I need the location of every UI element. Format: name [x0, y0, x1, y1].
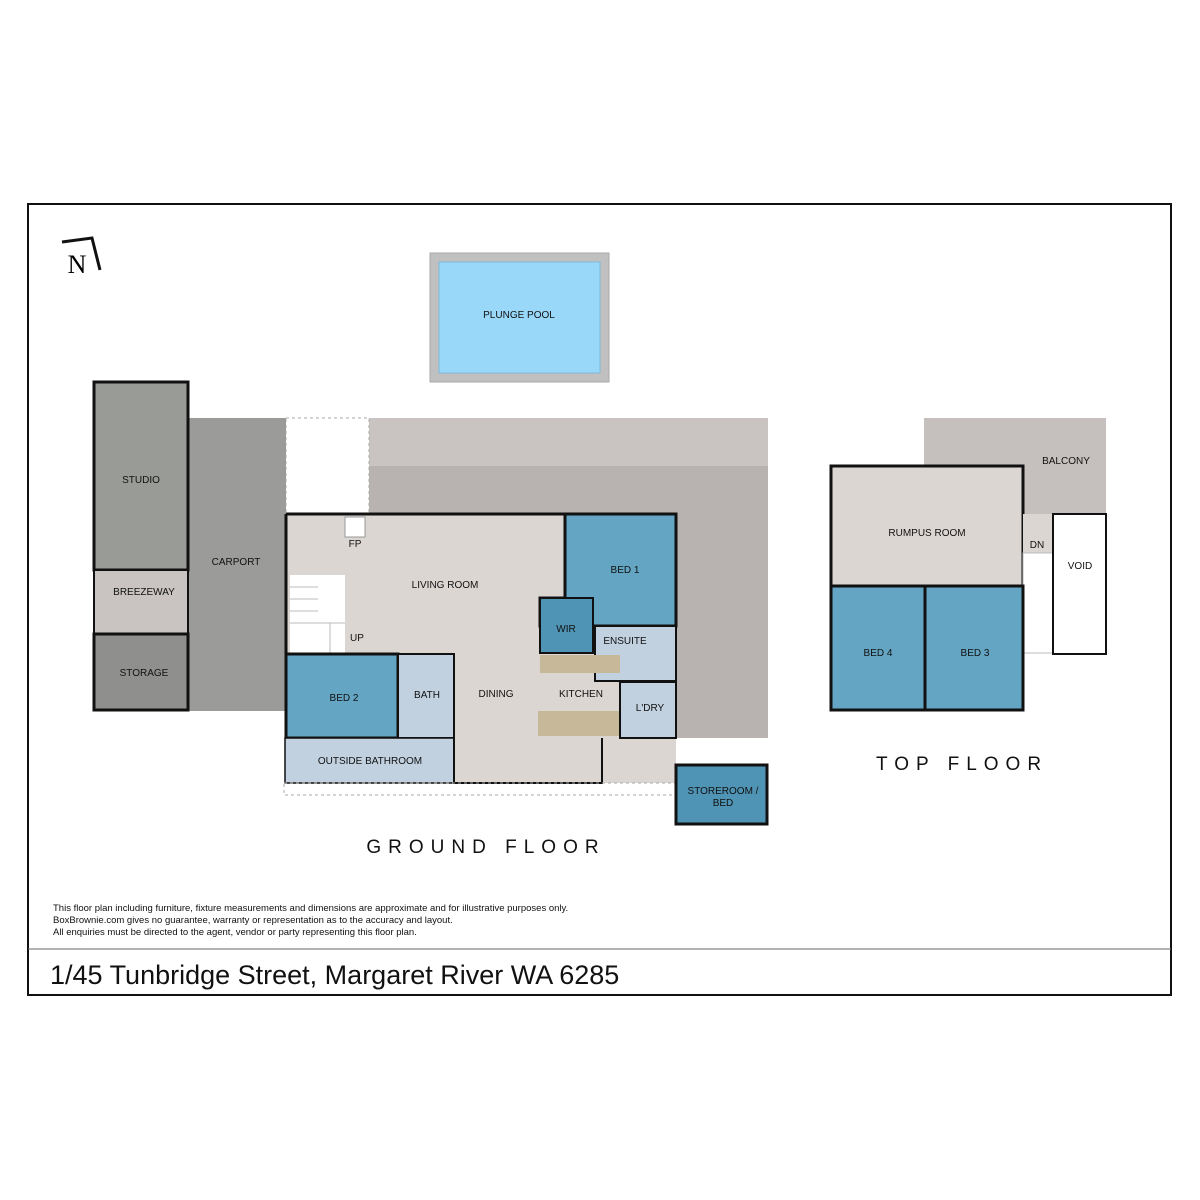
outside-bathroom [284, 737, 455, 784]
void [1052, 513, 1107, 655]
label-bed-4: BED 4 [864, 648, 893, 659]
kitchen-bench-back [540, 655, 620, 673]
label-plunge-pool: PLUNGE POOL [483, 310, 555, 321]
breezeway [93, 569, 189, 635]
storeroom-bed [674, 763, 769, 826]
rumpus-room [829, 464, 1025, 588]
label-laundry: L'DRY [636, 703, 665, 714]
kitchen-island [538, 711, 620, 736]
label-up: UP [350, 633, 364, 644]
bed-3 [923, 584, 1025, 712]
label-rumpus-room: RUMPUS ROOM [888, 528, 965, 539]
bed-4 [829, 584, 927, 712]
label-breezeway: BREEZEWAY [113, 587, 175, 598]
label-studio: STUDIO [122, 475, 160, 486]
label-storage: STORAGE [120, 668, 169, 679]
top-floor-title: TOP FLOOR [876, 754, 1048, 775]
north-compass-icon: N [55, 233, 103, 281]
label-kitchen: KITCHEN [559, 689, 603, 700]
label-bed-1: BED 1 [611, 565, 640, 576]
label-void: VOID [1068, 561, 1092, 572]
label-dn: DN [1030, 540, 1044, 551]
disclaimer-line: This floor plan including furniture, fix… [53, 903, 568, 914]
label-ensuite: ENSUITE [603, 636, 647, 647]
label-dining: DINING [479, 689, 514, 700]
plunge-pool [438, 261, 601, 374]
property-address: 1/45 Tunbridge Street, Margaret River WA… [50, 960, 619, 990]
wir [539, 597, 594, 654]
ground-floor-title: GROUND FLOOR [366, 837, 605, 858]
deck-north [369, 418, 768, 466]
stairs-up [290, 575, 345, 653]
label-bath: BATH [414, 690, 440, 701]
storage [92, 632, 190, 712]
label-fp: FP [349, 539, 362, 550]
studio [92, 380, 190, 572]
label-wir: WIR [556, 624, 575, 635]
label-balcony: BALCONY [1042, 456, 1090, 467]
label-bed-2: BED 2 [330, 693, 359, 704]
fireplace-icon [344, 516, 366, 538]
disclaimer-line: BoxBrownie.com gives no guarantee, warra… [53, 915, 453, 926]
bed-2 [284, 652, 400, 740]
label-bed-3: BED 3 [961, 648, 990, 659]
label-living-room: LIVING ROOM [412, 580, 479, 591]
label-carport: CARPORT [212, 557, 261, 568]
disclaimer-line: All enquiries must be directed to the ag… [53, 927, 417, 938]
label-outside-bathroom: OUTSIDE BATHROOM [318, 756, 422, 767]
carport [188, 418, 286, 711]
label-storeroom-2: BED [713, 798, 734, 809]
stairs-down [1022, 552, 1054, 654]
open-area [285, 417, 370, 515]
compass-letter: N [68, 250, 87, 279]
laundry [619, 681, 677, 739]
label-storeroom-1: STOREROOM / [688, 786, 759, 797]
